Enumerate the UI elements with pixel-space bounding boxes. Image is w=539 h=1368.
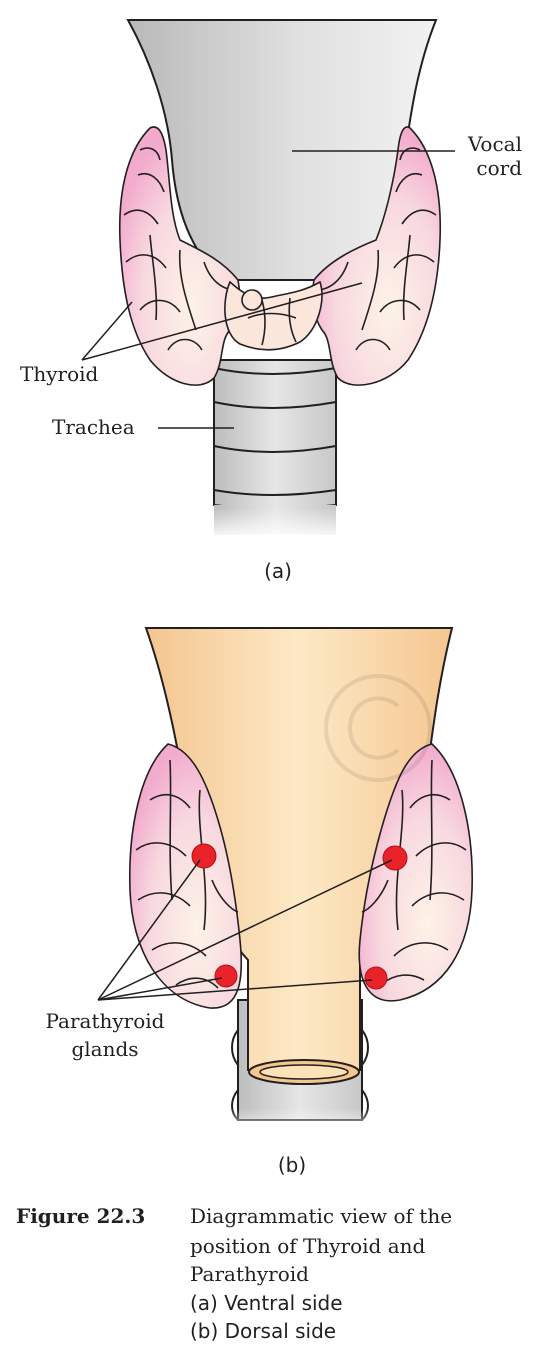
- thyroid-isthmus-a: [224, 280, 323, 351]
- label-parathyroid-line2: glands: [71, 1037, 139, 1061]
- thyroid-left-lobe-b: [128, 743, 243, 1009]
- label-parathyroid-line1: Parathyroid: [45, 1009, 165, 1033]
- caption-number: Figure 22.3: [16, 1204, 146, 1228]
- parathyroid-lower-left: [214, 964, 238, 988]
- caption-item-a: (a) Ventral side: [190, 1291, 343, 1315]
- parathyroid-upper-right: [382, 845, 408, 871]
- panel-a-label: (a): [264, 559, 292, 583]
- panel-b-label: (b): [277, 1153, 307, 1177]
- label-thyroid: Thyroid: [20, 362, 99, 386]
- label-vocal-cord-line2: cord: [476, 156, 522, 180]
- panel-a: [81, 19, 455, 540]
- caption-line-3: Parathyroid: [190, 1262, 309, 1286]
- panel-b: [97, 627, 473, 1140]
- trachea-a: [205, 359, 345, 540]
- label-vocal-cord-line1: Vocal: [467, 132, 522, 156]
- caption-line-1: Diagrammatic view of the: [190, 1204, 453, 1228]
- thyroid-right-lobe-b: [358, 743, 473, 1002]
- parathyroid-upper-left: [191, 843, 217, 869]
- parathyroid-lower-right: [364, 966, 388, 990]
- caption-item-b: (b) Dorsal side: [190, 1319, 337, 1343]
- caption-line-2: position of Thyroid and: [190, 1234, 426, 1258]
- thyroid-left-lobe-a: [118, 126, 241, 386]
- thyroid-pointer-right: [81, 282, 363, 361]
- label-trachea: Trachea: [52, 415, 135, 439]
- leader-lines-a: [81, 150, 455, 429]
- thyroid-pointer-left: [81, 301, 133, 361]
- watermark: [324, 674, 432, 782]
- leader-lines-b: [97, 859, 393, 1001]
